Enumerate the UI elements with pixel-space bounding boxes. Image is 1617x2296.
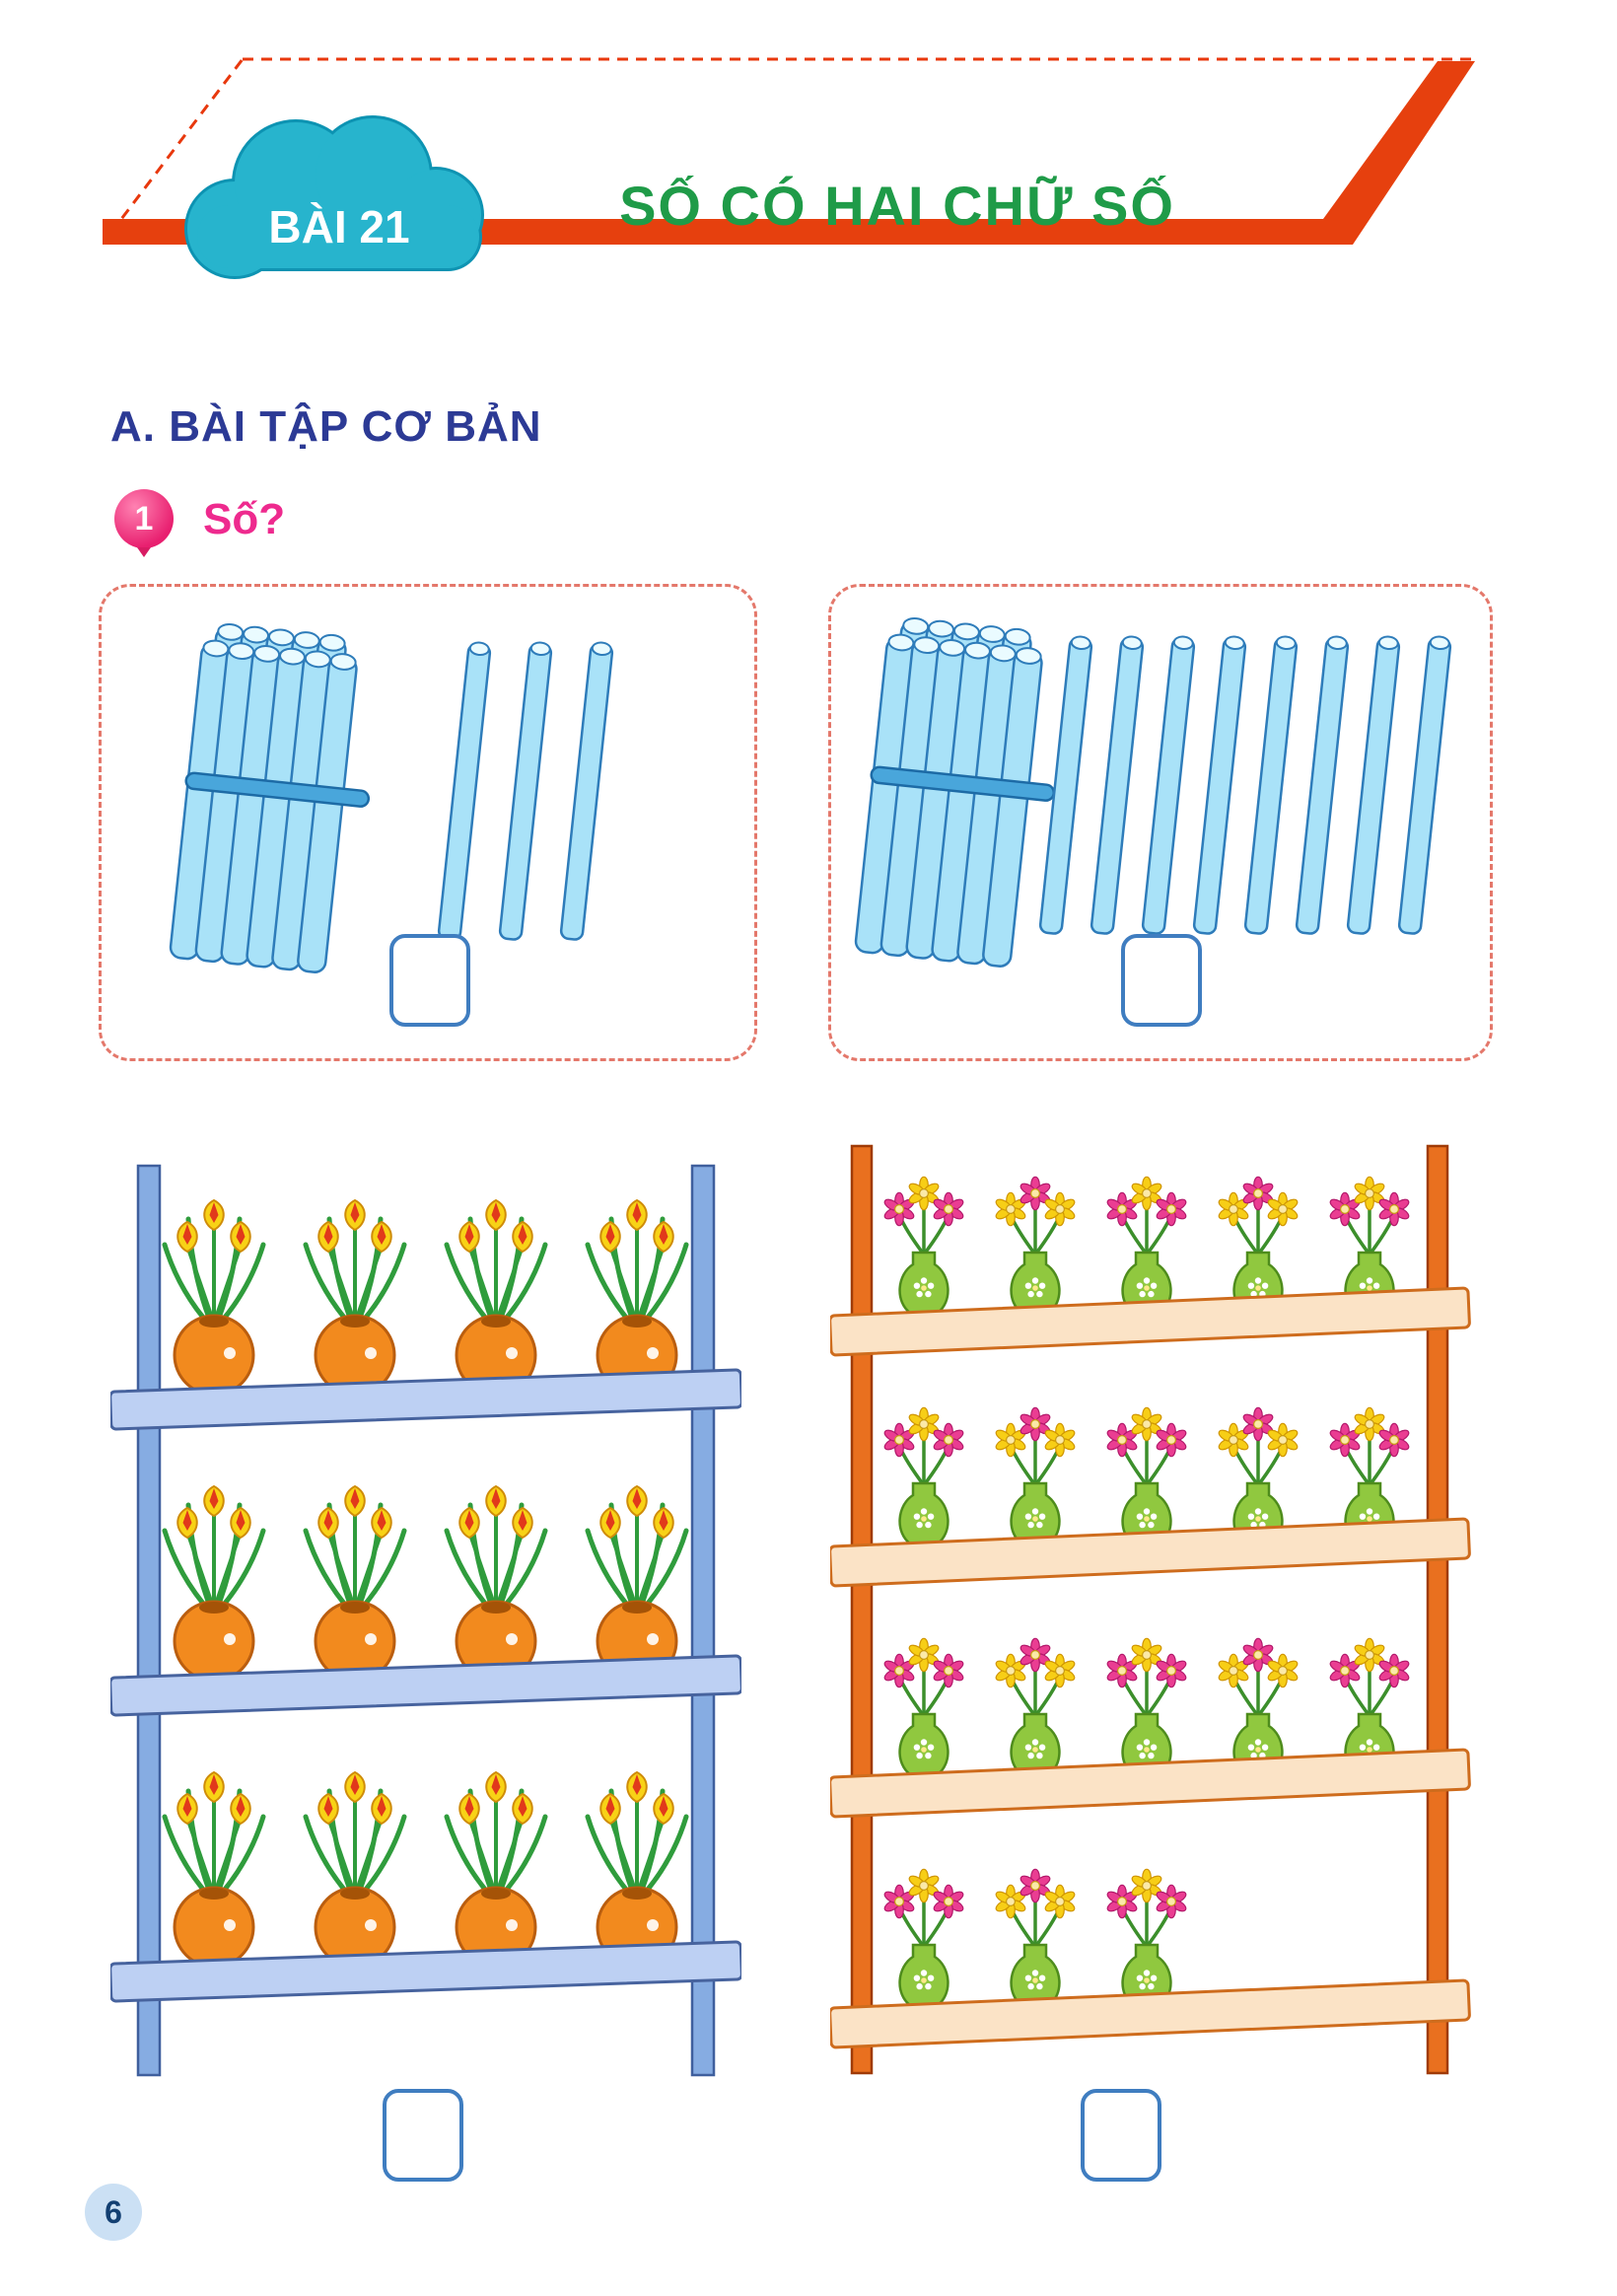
answer-box-sticks-2[interactable] xyxy=(1121,934,1202,1027)
sticks-panel-2 xyxy=(828,584,1493,1061)
answer-box-sticks-1[interactable] xyxy=(389,934,470,1027)
balloon-icon: 1 xyxy=(114,489,174,548)
lesson-number-text: BÀI 21 xyxy=(268,201,409,252)
pot-shelf-figure xyxy=(108,1152,743,2091)
page-number-badge: 6 xyxy=(85,2184,142,2241)
vase-shelf-illustration xyxy=(828,1144,1471,2075)
lesson-banner-graphic: BÀI 21 xyxy=(103,57,1475,279)
pot-shelf-illustration xyxy=(108,1164,743,2077)
lesson-banner: BÀI 21 xyxy=(87,49,1491,312)
sticks-illustration-2 xyxy=(854,617,1452,968)
answer-box-shelf-2[interactable] xyxy=(1081,2089,1161,2182)
section-heading: A. BÀI TẬP CƠ BẢN xyxy=(110,402,542,451)
exercise-prompt: Số? xyxy=(203,495,286,543)
page-number: 6 xyxy=(105,2193,122,2230)
cloud-icon: BÀI 21 xyxy=(184,115,484,279)
vase-shelf-figure xyxy=(828,1136,1471,2091)
exercise-number: 1 xyxy=(134,499,154,538)
answer-box-shelf-1[interactable] xyxy=(383,2089,463,2182)
sticks-panel-1 xyxy=(99,584,757,1061)
lesson-title: SỐ CÓ HAI CHỮ SỐ xyxy=(619,175,1175,237)
